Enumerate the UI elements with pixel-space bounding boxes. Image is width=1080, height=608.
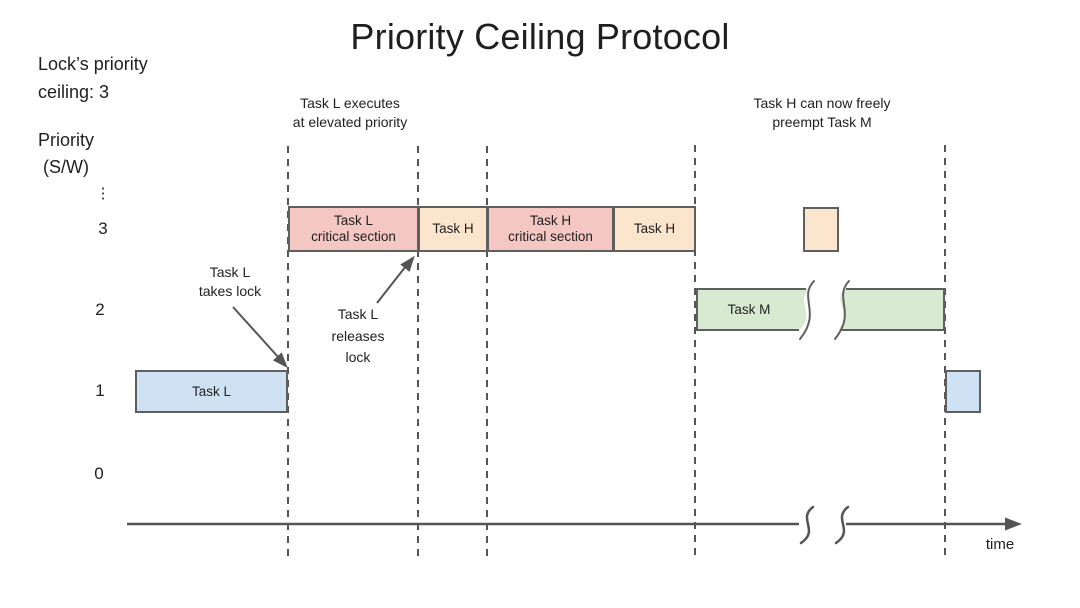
tick-priority-2: 2 bbox=[95, 300, 105, 319]
axis-break-left bbox=[799, 505, 815, 545]
bar-task-h-critical-section: Task H critical section bbox=[487, 206, 614, 252]
arrowhead-takes-lock bbox=[272, 352, 288, 369]
lock-ceiling-note: Lock’s priority ceiling: 3 bbox=[38, 54, 148, 102]
bar-task-h-2: Task H bbox=[613, 206, 696, 252]
annotation-elevated-priority: Task L executes at elevated priority bbox=[292, 95, 408, 130]
annotation-releases-lock: Task L releases lock bbox=[331, 306, 385, 365]
arrow-releases-lock bbox=[376, 265, 407, 304]
bar-task-h-small bbox=[803, 207, 839, 252]
bar-task-m-left-fill bbox=[697, 289, 809, 330]
bar-task-m bbox=[696, 280, 945, 340]
axis-break-right bbox=[834, 505, 850, 545]
bar-task-m-label: Task M bbox=[727, 301, 771, 317]
time-axis-arrowhead bbox=[1005, 517, 1022, 531]
tick-priority-3: 3 bbox=[98, 219, 108, 238]
arrowhead-releases-lock bbox=[400, 255, 415, 272]
diagram-title: Priority Ceiling Protocol bbox=[350, 16, 730, 57]
bar-task-l-critical-section: Task L critical section bbox=[288, 206, 419, 252]
task-m-break-left bbox=[799, 280, 815, 340]
annotation-preempt: Task H can now freely preempt Task M bbox=[753, 95, 891, 130]
task-m-break-right bbox=[834, 280, 850, 340]
arrow-takes-lock bbox=[232, 306, 280, 359]
bar-task-l-small bbox=[945, 370, 981, 413]
bar-task-m-right-outline bbox=[840, 288, 945, 331]
x-axis-label: time bbox=[985, 536, 1015, 553]
tick-priority-0: 0 bbox=[94, 464, 104, 483]
annotation-takes-lock: Task L takes lock bbox=[198, 264, 262, 299]
y-axis-ellipsis: ⋮ bbox=[95, 185, 111, 202]
bar-task-h-1: Task H bbox=[418, 206, 488, 252]
bar-task-m-left-outline bbox=[696, 288, 806, 331]
tick-priority-1: 1 bbox=[95, 381, 105, 400]
bar-task-m-right-fill bbox=[838, 289, 944, 330]
bar-task-l: Task L bbox=[135, 370, 288, 413]
y-axis-label: Priority (S/W) bbox=[37, 130, 95, 177]
